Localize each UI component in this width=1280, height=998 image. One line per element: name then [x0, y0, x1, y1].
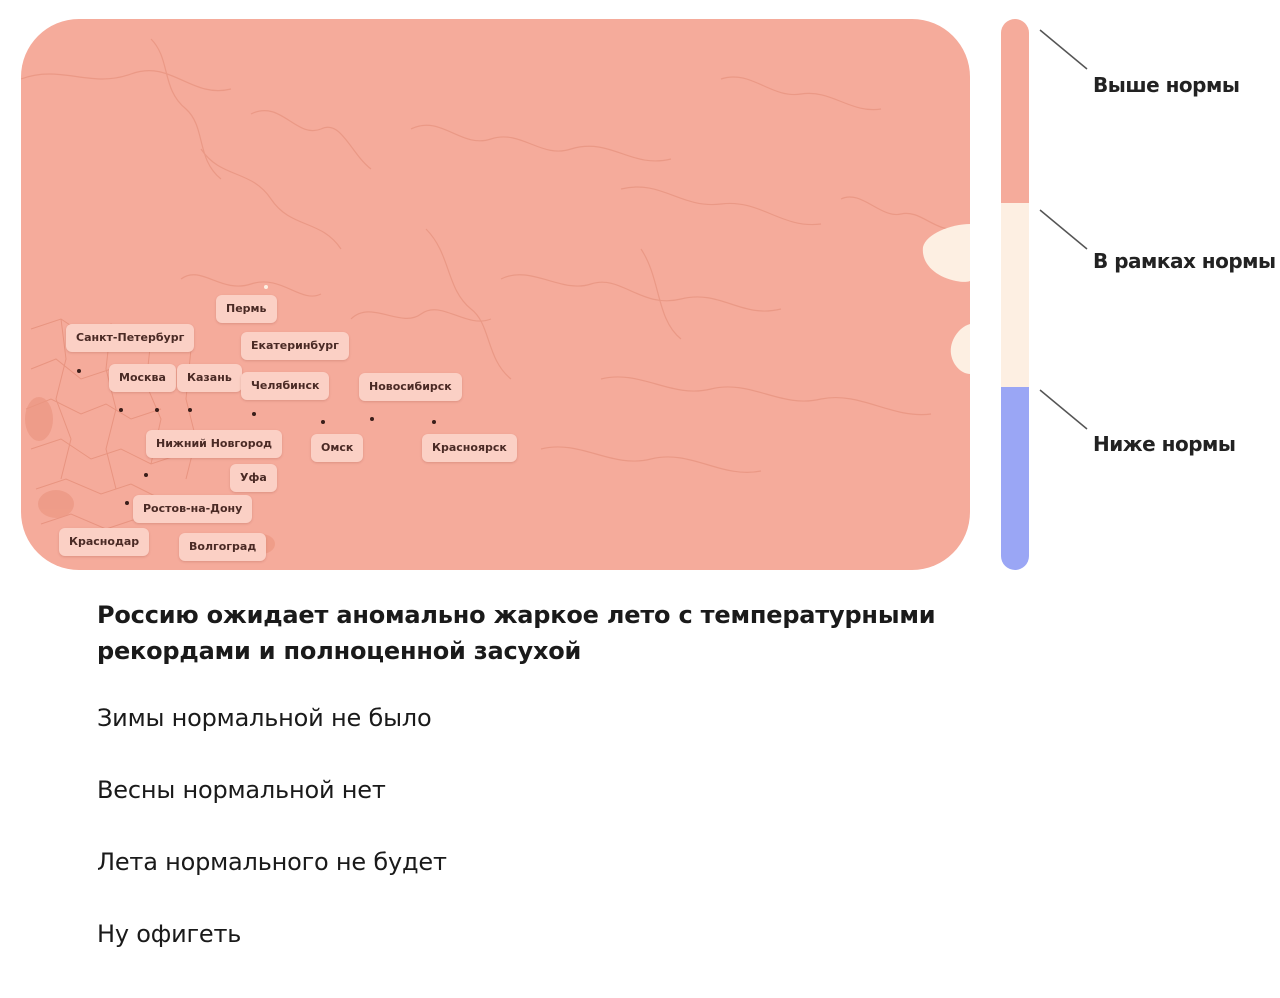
city-label-saint-petersburg: Санкт-Петербург [66, 324, 195, 352]
city-dot-nizhny-novgorod [155, 408, 159, 412]
city-dot-moscow [119, 408, 123, 412]
city-label-ufa: Уфа [230, 464, 277, 492]
map-outline [21, 38, 970, 561]
legend-swatch-above [1001, 19, 1029, 203]
post-line: Весны нормальной нет [97, 776, 386, 804]
city-dot-ufa [252, 412, 256, 416]
post-title: Россию ожидает аномально жаркое лето с т… [97, 601, 936, 665]
city-label-nizhny-novgorod: Нижний Новгород [146, 430, 283, 458]
legend-label-normal: В рамках нормы [1093, 249, 1276, 273]
city-label-krasnodar: Краснодар [59, 528, 150, 556]
city-label-perm: Пермь [216, 295, 277, 323]
forecast-map: Пермь Санкт-Петербург Екатеринбург Москв… [21, 19, 970, 570]
city-dot-perm [264, 285, 268, 289]
city-label-novosibirsk: Новосибирск [359, 373, 462, 401]
city-label-krasnoyarsk: Красноярск [422, 434, 517, 462]
city-label-rostov: Ростов-на-Дону [133, 495, 253, 523]
city-label-moscow: Москва [109, 364, 176, 392]
city-dot-kazan [188, 408, 192, 412]
legend-label-above: Выше нормы [1093, 73, 1240, 97]
legend-swatch-below [1001, 387, 1029, 570]
city-label-chelyabinsk: Челябинск [241, 372, 330, 400]
legend-leader-lines [1039, 29, 1088, 430]
city-dot-chelyabinsk [321, 420, 325, 424]
city-label-yekaterinburg: Екатеринбург [241, 332, 349, 360]
city-label-omsk: Омск [311, 434, 364, 462]
post-line: Зимы нормальной не было [97, 704, 432, 732]
legend-swatch-normal [1001, 203, 1029, 387]
city-dot-novosibirsk [432, 420, 436, 424]
post-line: Ну офигеть [97, 920, 242, 948]
city-dot-omsk [370, 417, 374, 421]
legend-label-below: Ниже нормы [1093, 432, 1236, 456]
post-line: Лета нормального не будет [97, 848, 447, 876]
city-dot-saint-petersburg [77, 369, 81, 373]
city-label-kazan: Казань [177, 364, 242, 392]
legend-scale-bar [1001, 19, 1029, 570]
city-dot-rostov [144, 473, 148, 477]
city-label-volgograd: Волгоград [179, 533, 267, 561]
city-dot-krasnodar [125, 501, 129, 505]
